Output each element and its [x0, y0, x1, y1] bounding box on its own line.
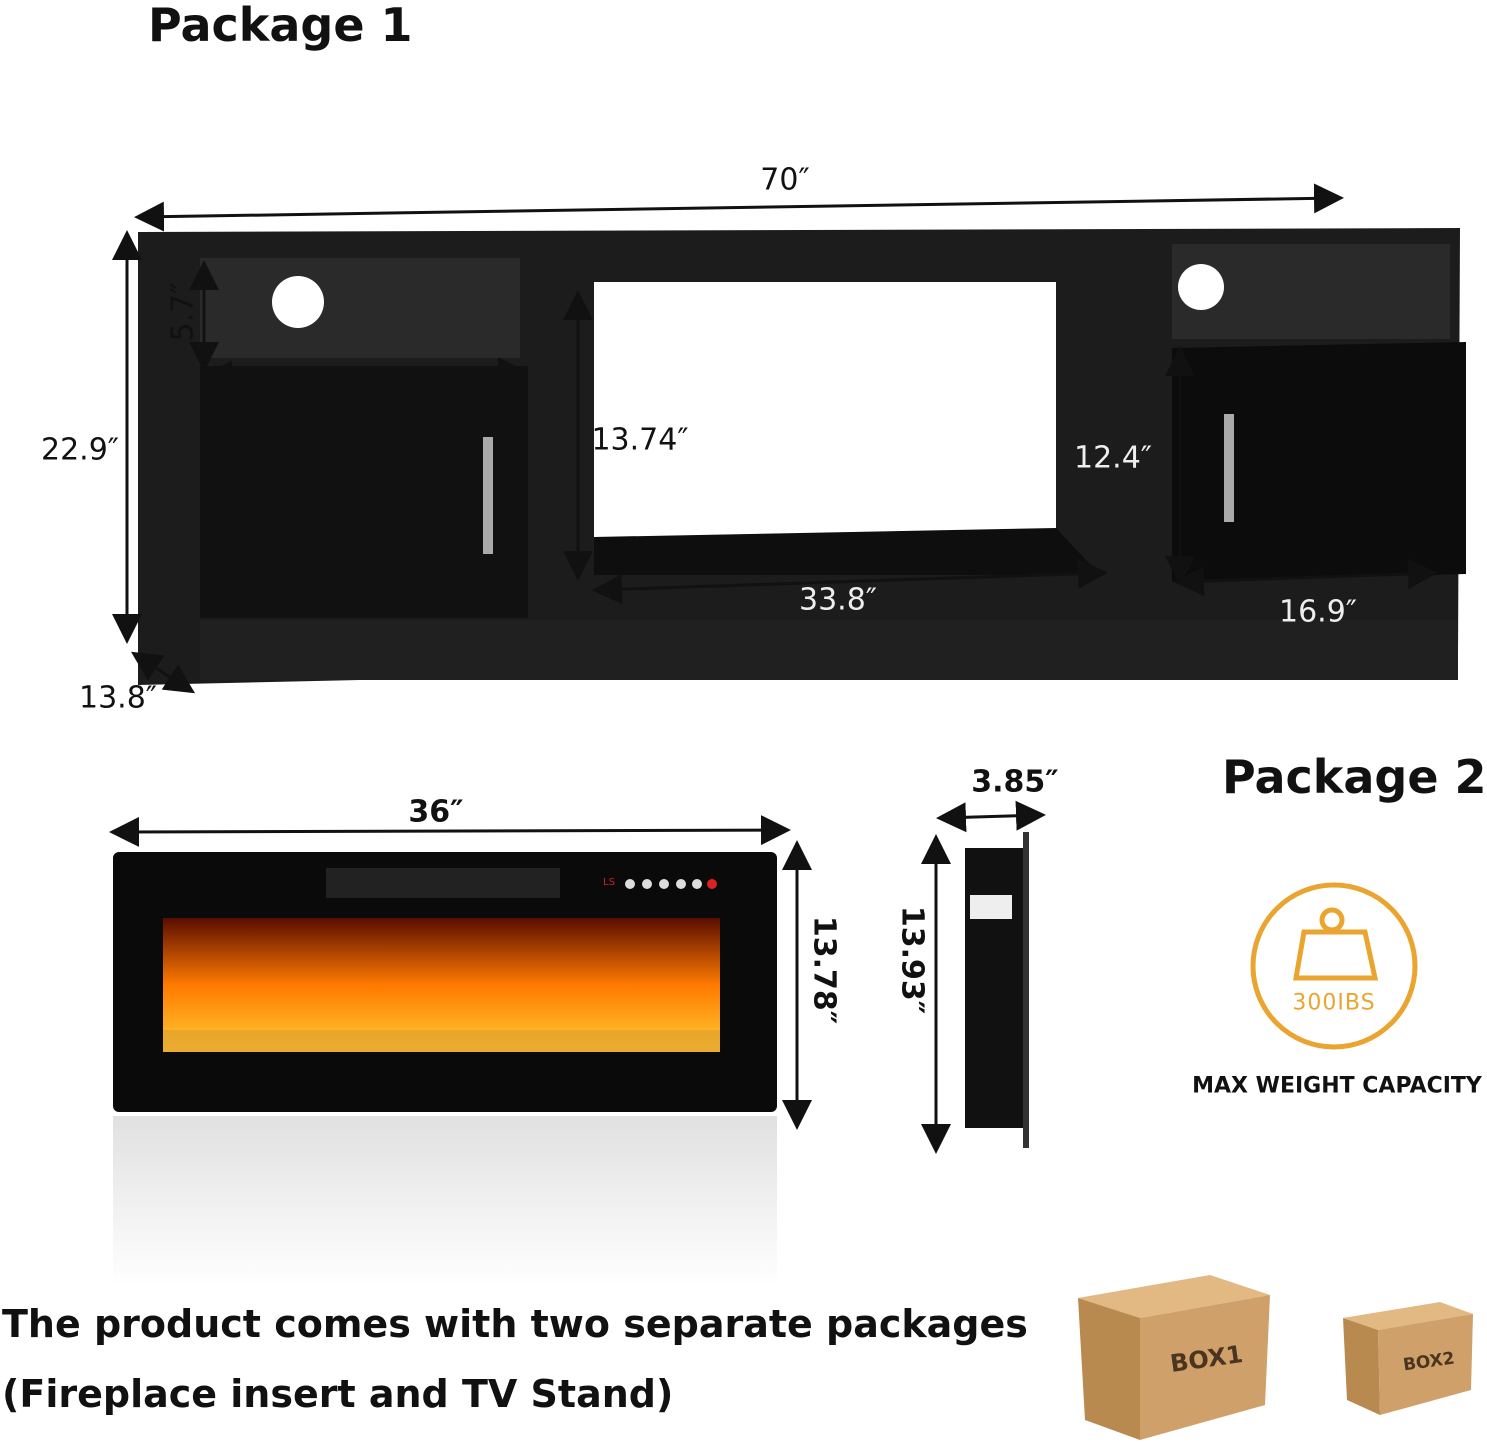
- package-1-title: Package 1: [148, 0, 413, 52]
- control-panel-icons: [625, 879, 717, 889]
- dim-side-view-height: 13.93″: [894, 905, 930, 1015]
- dim-fireplace-depth: 3.85″: [971, 764, 1059, 800]
- fireplace-insert: [113, 852, 777, 1286]
- weight-icon: [1250, 882, 1418, 1050]
- dim-shelf-height: 5.7″: [165, 282, 201, 342]
- dim-depth: 13.8″: [78, 680, 158, 716]
- dim-fireplace-height: 13.78″: [806, 915, 842, 1025]
- package-2-title: Package 2: [1222, 750, 1487, 804]
- package-note-line1: The product comes with two separate pack…: [2, 1302, 1028, 1346]
- dim-fireplace-width: 36″: [408, 794, 464, 830]
- box-1-icon: [1078, 1275, 1270, 1440]
- box-2-icon: [1343, 1302, 1473, 1415]
- weight-value: 300IBS: [1292, 990, 1376, 1016]
- dim-width: 70″: [760, 162, 810, 198]
- dim-shelf-width: 16.3″: [325, 382, 405, 418]
- dim-side-height: 12.4″: [1073, 440, 1153, 476]
- fireplace-side-view: [965, 832, 1029, 1148]
- dim-opening-height: 13.74″: [591, 422, 689, 458]
- panel-label: LS: [603, 877, 615, 888]
- dim-total-height: 22.9″: [40, 432, 120, 468]
- package-note-line2: (Fireplace insert and TV Stand): [2, 1372, 674, 1416]
- weight-caption: MAX WEIGHT CAPACITY: [1192, 1073, 1482, 1099]
- dim-opening-width: 33.8″: [798, 582, 878, 618]
- dim-cabinet-width: 16.9″: [1278, 594, 1358, 630]
